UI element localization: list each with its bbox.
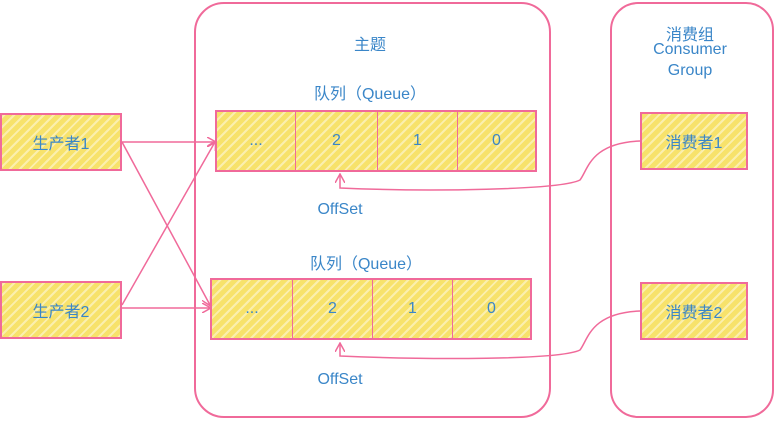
queue-1-cell-3: 0 — [457, 112, 535, 170]
producer-1: 生产者1 — [0, 113, 122, 171]
queue-1-cell-2: 1 — [377, 112, 457, 170]
consumer-group-frame — [610, 2, 774, 418]
queue-1-offset-label: OffSet — [317, 201, 363, 218]
consumer-1: 消费者1 — [640, 112, 748, 170]
queue-1: ... 2 1 0 — [215, 110, 537, 172]
queue-2: ... 2 1 0 — [210, 278, 532, 340]
queue-1-label: 队列（Queue） — [313, 86, 427, 103]
topic-frame — [194, 2, 551, 418]
arrow-producer2-queue1 — [121, 142, 215, 306]
queue-2-cell-3: 0 — [452, 280, 530, 338]
arrow-consumer1-offset1 — [340, 140, 641, 191]
queue-1-cell-1: 2 — [295, 112, 377, 170]
consumer-2: 消费者2 — [640, 282, 748, 340]
consumer-group-title-line2: Consumer — [653, 41, 727, 58]
consumer-group-title-line1: 消费组 — [665, 27, 714, 44]
queue-2-cell-2: 1 — [372, 280, 452, 338]
queue-1-cell-0: ... — [249, 132, 263, 149]
queue-2-cell-1: 2 — [292, 280, 372, 338]
topic-title: 主题 — [353, 37, 386, 54]
queue-2-label: 队列（Queue） — [309, 256, 423, 273]
consumer-group-title-line3: Group — [667, 62, 713, 79]
queue-2-cell-0: ... — [245, 300, 259, 317]
queue-2-offset-label: OffSet — [317, 371, 363, 388]
producer-2: 生产者2 — [0, 281, 122, 339]
arrow-consumer2-offset2 — [340, 310, 641, 360]
